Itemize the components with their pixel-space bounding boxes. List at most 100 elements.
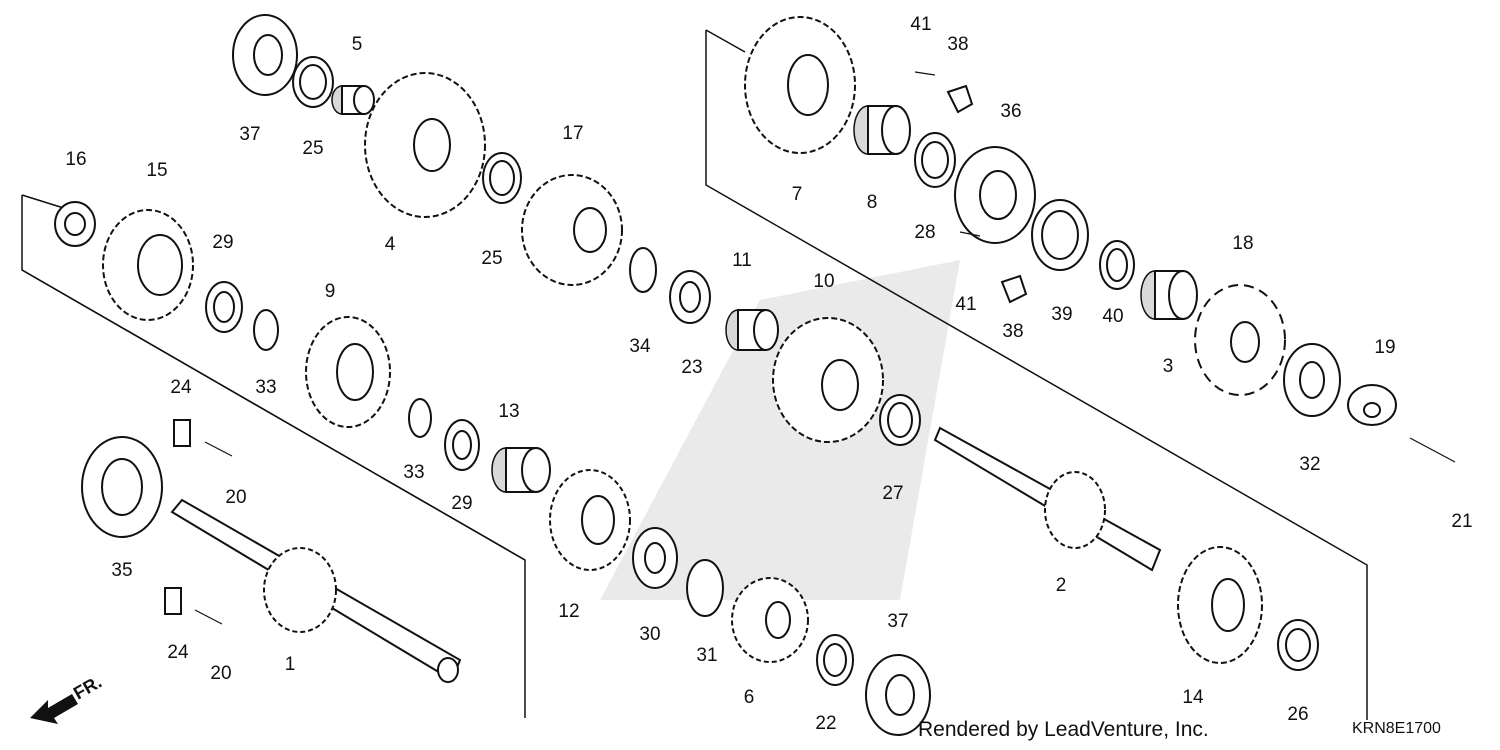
part-30-washer — [632, 527, 678, 589]
part-32-washer — [1283, 343, 1341, 417]
part-6-gear — [731, 577, 809, 663]
part-5-bushing — [331, 85, 375, 115]
callout-3: 3 — [1163, 356, 1174, 377]
part-7-gear — [744, 16, 856, 154]
callout-29: 29 — [451, 493, 472, 514]
callout-30: 30 — [639, 624, 660, 645]
diagram-code: KRN8E1700 — [1352, 720, 1441, 737]
part-18-sprocket — [1194, 284, 1286, 396]
part-16-bearing — [54, 201, 96, 247]
part-21-bolt — [1409, 437, 1456, 463]
part-40-ring — [1099, 240, 1135, 290]
part-37-bearing — [232, 14, 298, 96]
part-25b-washer — [482, 152, 522, 204]
part-33b-circlip — [408, 398, 432, 438]
callout-20: 20 — [225, 487, 246, 508]
front-direction-arrow: FR. — [30, 672, 105, 724]
callout-33: 33 — [403, 462, 424, 483]
callout-39: 39 — [1051, 304, 1072, 325]
part-24-plate — [164, 419, 191, 615]
callout-36: 36 — [1000, 101, 1021, 122]
part-29b-washer — [444, 419, 480, 471]
callout-23: 23 — [681, 357, 702, 378]
callout-37: 37 — [239, 124, 260, 145]
part-36-bearing — [954, 146, 1036, 244]
part-17-gear — [521, 174, 623, 286]
credit-text: Rendered by LeadVenture, Inc. — [918, 718, 1209, 741]
part-10-gear — [772, 317, 884, 443]
callout-37: 37 — [887, 611, 908, 632]
callout-27: 27 — [882, 483, 903, 504]
callout-34: 34 — [629, 336, 651, 357]
callout-25: 25 — [302, 138, 323, 159]
callout-35: 35 — [111, 560, 132, 581]
callout-11: 11 — [732, 250, 752, 271]
part-23-washer — [669, 270, 711, 324]
callout-38: 38 — [947, 34, 968, 55]
callout-40: 40 — [1102, 306, 1123, 327]
callout-7: 7 — [792, 184, 803, 205]
part-31-washer — [686, 559, 724, 617]
part-29-washer — [205, 281, 243, 333]
part-15-gear — [102, 209, 194, 321]
part-39-seal — [1031, 199, 1089, 271]
callout-16: 16 — [65, 149, 86, 170]
part-35-bearing — [81, 436, 163, 538]
part-25-washer — [292, 56, 334, 108]
callout-8: 8 — [867, 192, 878, 213]
callout-14: 14 — [1182, 687, 1204, 708]
part-34-circlip — [629, 247, 657, 293]
callout-33: 33 — [255, 377, 276, 398]
part-22-washer — [816, 634, 854, 686]
callout-labels: 3725542517161529339342311242033291335242… — [65, 14, 1472, 734]
callout-31: 31 — [696, 645, 717, 666]
callout-28: 28 — [914, 222, 935, 243]
callout-4: 4 — [385, 234, 396, 255]
part-20-bolt — [194, 441, 233, 625]
callout-41: 41 — [910, 14, 931, 35]
callout-12: 12 — [558, 601, 579, 622]
part-33-circlip — [253, 309, 279, 351]
part-27-washer — [879, 394, 921, 446]
callout-6: 6 — [744, 687, 755, 708]
callout-21: 21 — [1451, 511, 1472, 532]
callout-15: 15 — [146, 160, 167, 181]
fr-label: FR. — [70, 672, 105, 704]
part-14-gear — [1177, 546, 1263, 664]
callout-10: 10 — [813, 271, 834, 292]
assembly-frames — [21, 29, 1368, 720]
part-3-collar — [1140, 270, 1198, 320]
part-12-gear — [549, 469, 631, 571]
callout-18: 18 — [1232, 233, 1253, 254]
part-1-mainshaft — [170, 498, 462, 683]
part-28-washer — [914, 132, 956, 188]
part-9-gear — [305, 316, 391, 428]
callout-1: 1 — [285, 654, 296, 675]
part-41-bolt — [914, 71, 981, 237]
callout-20: 20 — [210, 663, 231, 684]
callout-24: 24 — [170, 377, 192, 398]
part-26-washer — [1277, 619, 1319, 671]
part-19-plate — [1347, 384, 1397, 426]
callout-5: 5 — [352, 34, 363, 55]
part-2-countershaft — [933, 426, 1162, 572]
callout-29: 29 — [212, 232, 233, 253]
callout-9: 9 — [325, 281, 336, 302]
callout-22: 22 — [815, 713, 836, 734]
callout-32: 32 — [1299, 454, 1320, 475]
part-13-bushing — [491, 447, 551, 493]
callout-17: 17 — [562, 123, 583, 144]
callout-25: 25 — [481, 248, 502, 269]
part-11-bushing — [725, 309, 779, 351]
callout-19: 19 — [1374, 337, 1395, 358]
callout-38: 38 — [1002, 321, 1023, 342]
part-8-bushing — [853, 105, 911, 155]
callout-41: 41 — [955, 294, 976, 315]
part-37b-bearing — [865, 654, 931, 736]
callout-2: 2 — [1056, 575, 1067, 596]
part-4-gear — [364, 72, 486, 218]
callout-24: 24 — [167, 642, 189, 663]
callout-13: 13 — [498, 401, 519, 422]
